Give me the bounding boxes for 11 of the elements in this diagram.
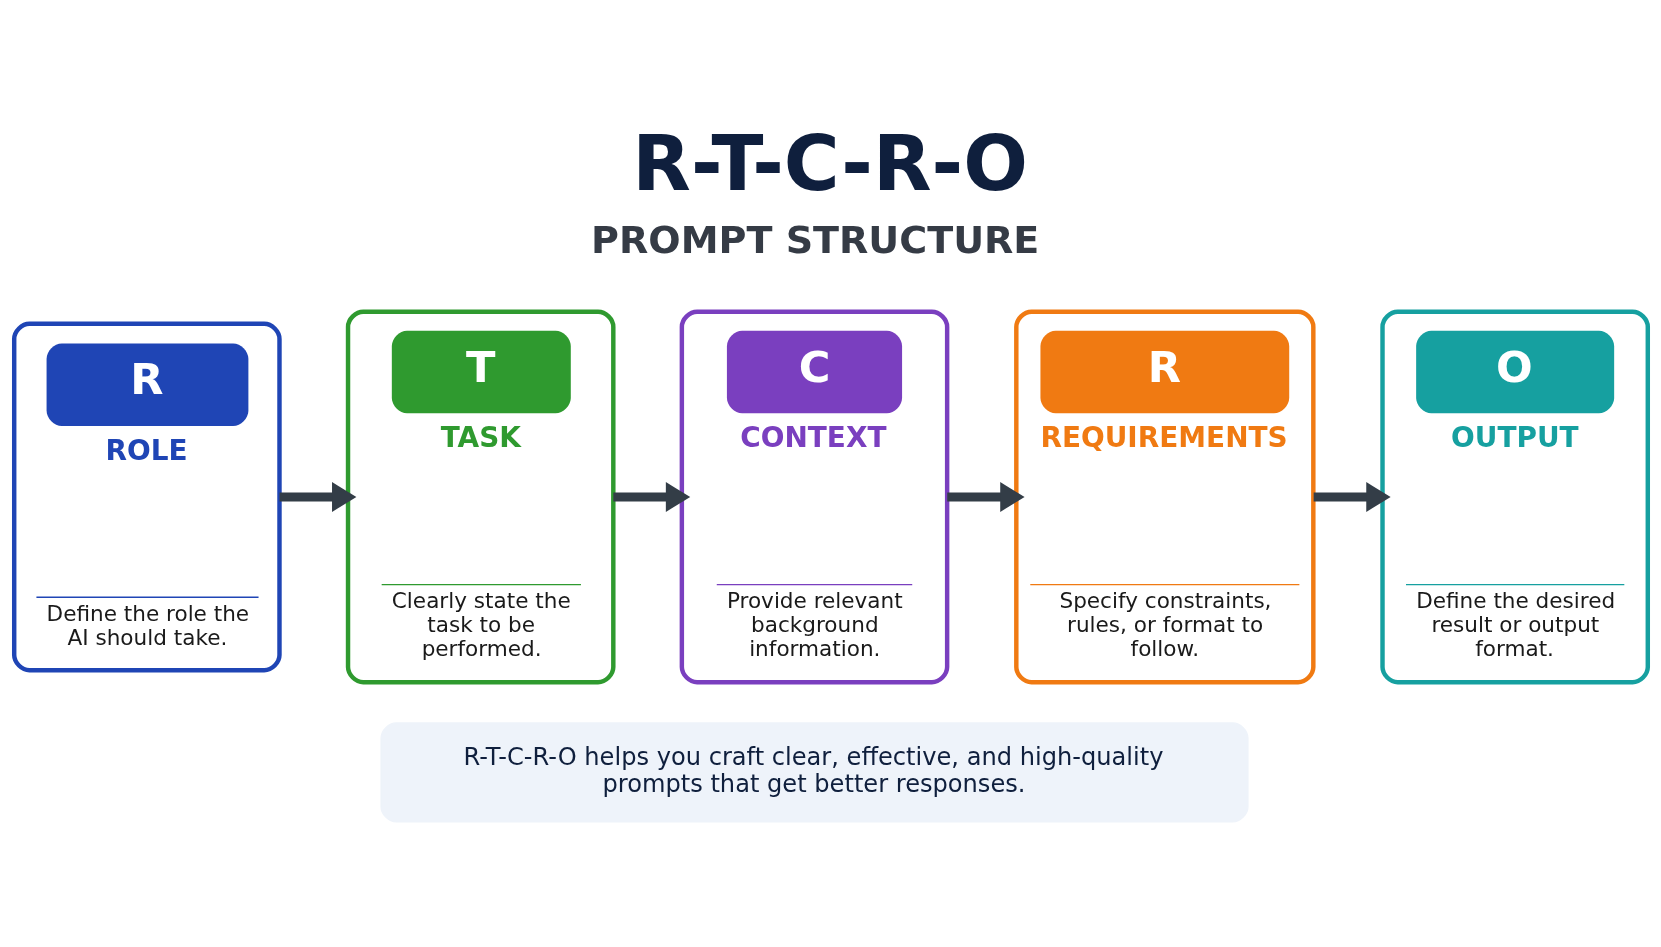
node-box: C CONTEXT Provide relevant background information. [679,309,949,685]
arrow [1313,482,1391,512]
node-box: R ROLE Define the role the AI should take. [11,321,282,673]
label: PROMPT STRUCTURE [590,218,1039,263]
arrow [279,482,356,512]
arrow [946,482,1025,512]
diagram-title: R-T-C-R-O [631,118,1028,208]
node-box: T TASK Clearly state the task to be performed. [345,309,616,685]
node-box: R REQUIREMENTS Specify constraints, rules, or format to follow. [1013,309,1316,685]
arrow [612,482,690,512]
node-box: O OUTPUT Define the desired result or output format. [1379,309,1650,685]
